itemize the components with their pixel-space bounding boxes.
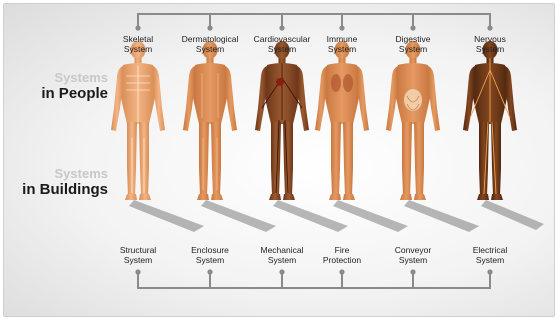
buildings-heading-faded: Systems: [14, 166, 108, 181]
people-heading-faded: Systems: [24, 70, 108, 85]
buildings-heading: Systems in Buildings: [14, 166, 108, 198]
top-connector-line: [138, 14, 490, 26]
bottom-connector-line: [138, 274, 490, 288]
digestive-figure: [386, 41, 440, 200]
people-heading-strong: in People: [24, 85, 108, 102]
figure-shadows: [129, 200, 544, 232]
dermatological-figure: [183, 41, 237, 200]
diagram-frame: Systems in People Systems in Buildings S…: [3, 3, 555, 317]
nervous-figure: [463, 41, 517, 200]
people-heading: Systems in People: [24, 70, 108, 102]
buildings-heading-strong: in Buildings: [14, 181, 108, 198]
immune-figure: [315, 41, 369, 200]
cardiovascular-figure: [255, 41, 309, 200]
skeletal-figure: [111, 41, 165, 200]
